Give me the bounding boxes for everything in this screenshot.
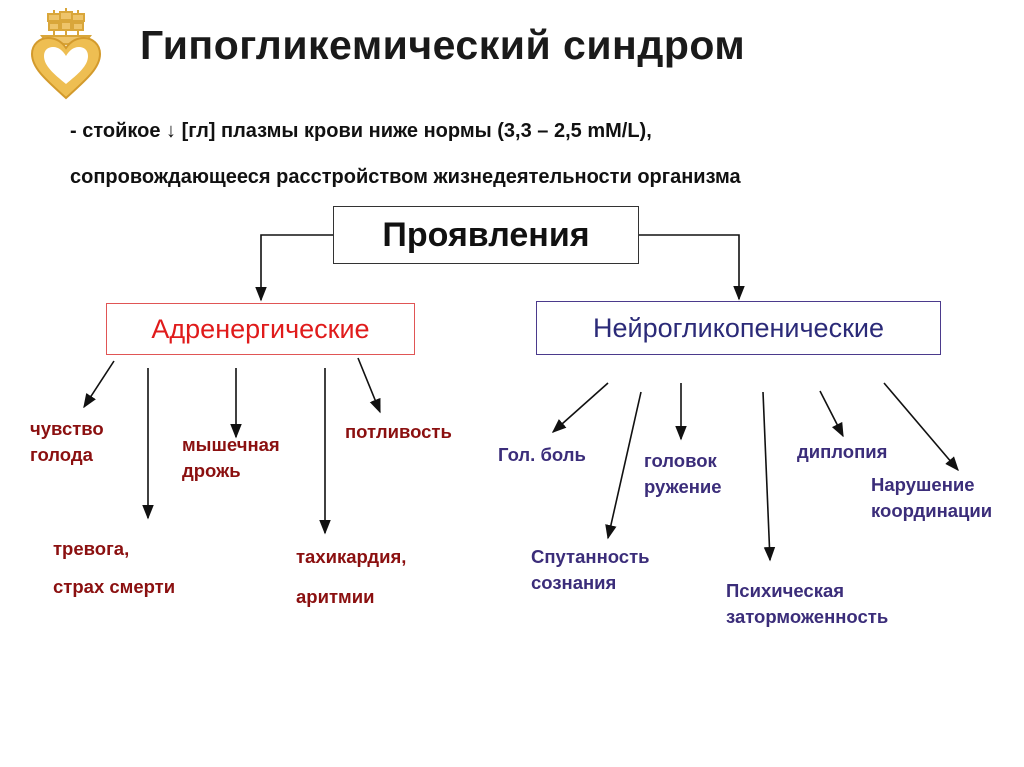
symptom-diplopia-line1: диплопия bbox=[797, 441, 888, 462]
symptom-confusion-line2: сознания bbox=[531, 572, 617, 593]
definition-line-1: - стойкое ↓ [гл] плазмы крови ниже нормы… bbox=[70, 120, 652, 142]
ship-heart-logo-icon bbox=[30, 8, 102, 100]
symptom-tachycardia: тахикардия, аритмии bbox=[296, 537, 406, 617]
arrow-retardation bbox=[762, 391, 776, 562]
symptom-anxiety-line2: страх смерти bbox=[53, 576, 176, 597]
symptom-confusion-line1: Спутанность bbox=[531, 546, 650, 567]
symptom-tremor-line2: дрожь bbox=[182, 460, 241, 481]
arrow-sweating bbox=[357, 357, 381, 414]
connector-root-adrenergic bbox=[255, 234, 333, 302]
symptom-retardation: Психическая заторможенность bbox=[726, 578, 888, 630]
symptom-tremor: мышечная дрожь bbox=[182, 432, 280, 484]
symptom-coordination-line2: координации bbox=[871, 500, 993, 521]
symptom-sweating-line1: потливость bbox=[345, 421, 452, 442]
symptom-dizziness: головок ружение bbox=[644, 448, 722, 500]
neuroglycopenic-label: Нейрогликопенические bbox=[593, 312, 884, 343]
arrow-confusion bbox=[605, 391, 642, 540]
symptom-sweating: потливость bbox=[345, 419, 452, 445]
adrenergic-box: Адренергические bbox=[106, 303, 415, 355]
definition-line-2: сопровождающееся расстройством жизнедеят… bbox=[70, 166, 741, 188]
symptom-retardation-line1: Психическая bbox=[726, 580, 845, 601]
symptom-tremor-line1: мышечная bbox=[182, 434, 280, 455]
symptom-tachycardia-line2: аритмии bbox=[296, 586, 375, 607]
symptom-anxiety-line1: тревога, bbox=[53, 538, 130, 559]
symptom-diplopia: диплопия bbox=[797, 439, 887, 465]
neuroglycopenic-box: Нейрогликопенические bbox=[536, 301, 941, 355]
page-title: Гипогликемический синдром bbox=[140, 22, 746, 68]
symptom-hunger-line2: голода bbox=[30, 444, 93, 465]
symptom-coordination-line1: Нарушение bbox=[871, 474, 975, 495]
logo bbox=[26, 6, 106, 102]
symptom-dizziness-line2: ружение bbox=[644, 476, 722, 497]
connector-root-neuro bbox=[639, 234, 745, 301]
arrow-coordination bbox=[883, 382, 959, 472]
adrenergic-label: Адренергические bbox=[151, 313, 370, 344]
symptom-headache-line1: Гол. боль bbox=[498, 444, 586, 465]
symptom-tachycardia-line1: тахикардия, bbox=[296, 546, 407, 567]
symptom-hunger: чувство голода bbox=[30, 416, 104, 468]
root-label: Проявления bbox=[382, 215, 590, 254]
arrow-diplopia bbox=[819, 390, 844, 438]
symptom-retardation-line2: заторможенность bbox=[726, 606, 889, 627]
symptom-coordination: Нарушение координации bbox=[871, 472, 992, 524]
symptom-anxiety: тревога, страх смерти bbox=[53, 530, 175, 606]
root-box: Проявления bbox=[333, 206, 639, 264]
symptom-confusion: Спутанность сознания bbox=[531, 544, 650, 596]
symptom-dizziness-line1: головок bbox=[644, 450, 717, 471]
arrow-hunger bbox=[83, 360, 115, 409]
symptom-headache: Гол. боль bbox=[498, 442, 586, 468]
symptom-hunger-line1: чувство bbox=[30, 418, 104, 439]
arrow-headache bbox=[551, 382, 609, 433]
